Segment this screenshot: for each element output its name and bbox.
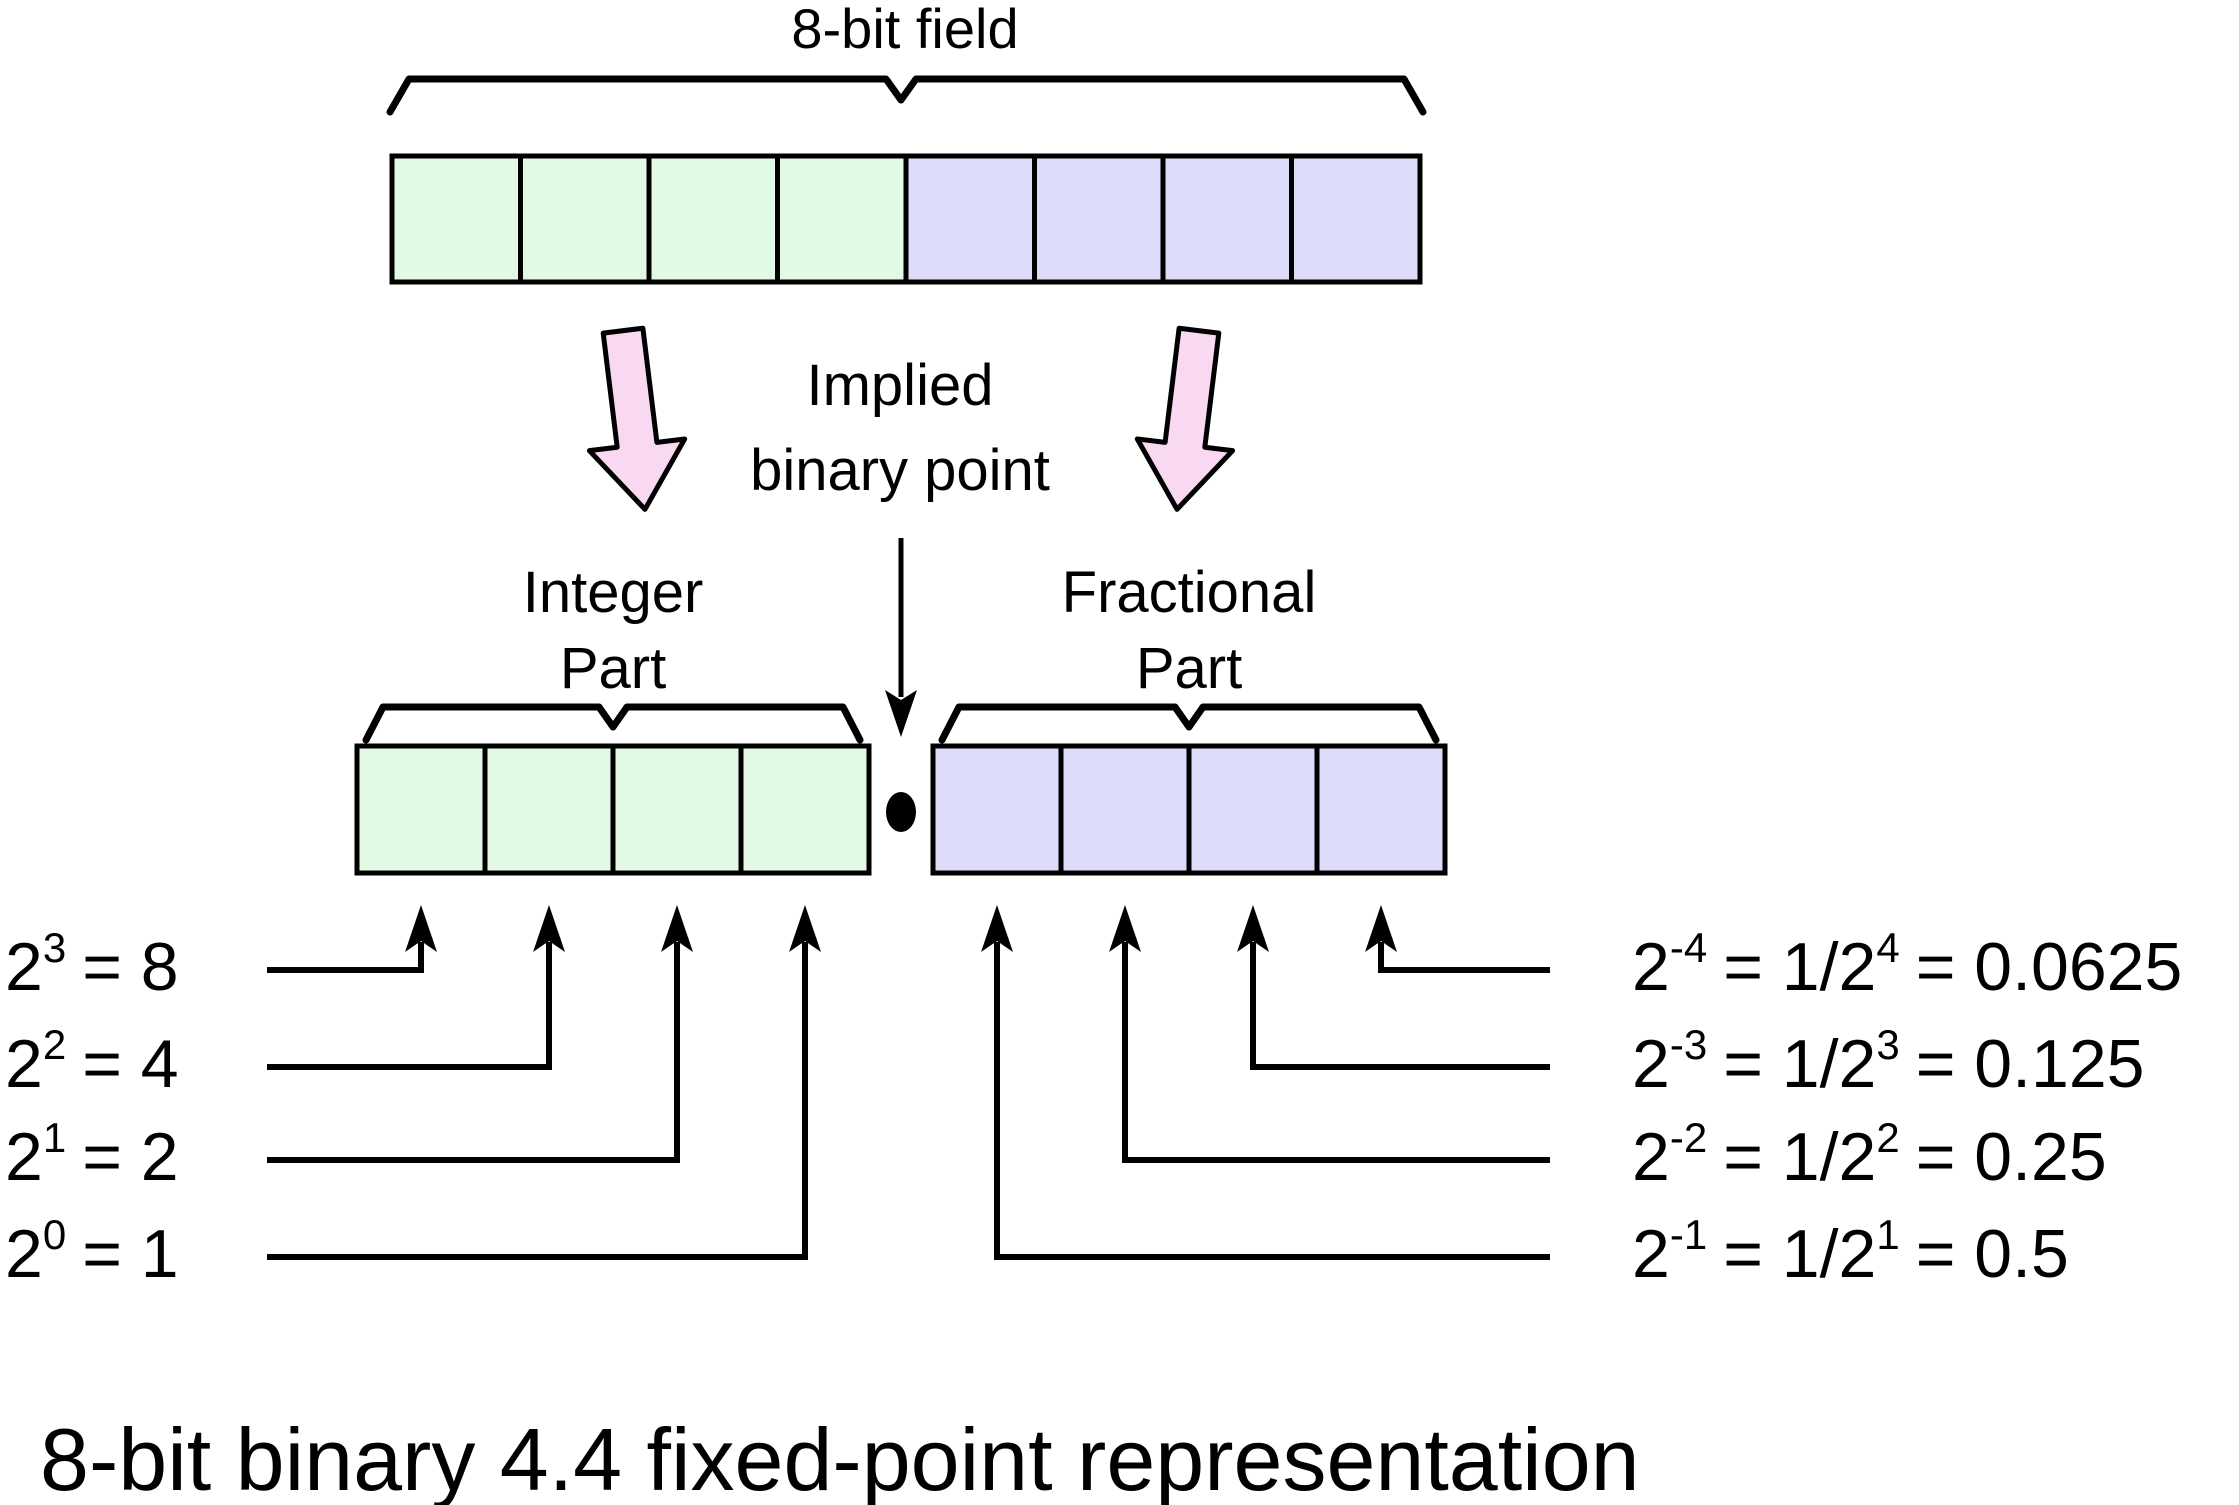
place-value-0625: 2-4= 1/24= 0.0625 [1632,924,2182,1005]
integer-place-value-labels: 23= 8 22= 4 21= 2 20= 1 [5,924,179,1292]
bit-cell-4 [775,153,909,285]
integer-cell-4 [738,743,872,876]
place-value-25: 2-2= 1/22= 0.25 [1632,1114,2107,1195]
bit-row-8 [389,153,1423,285]
bit-cell-8 [1289,153,1423,285]
fractional-place-value-labels: 2-4= 1/24= 0.0625 2-3= 1/23= 0.125 2-2= … [1632,924,2182,1292]
fractional-cell-4 [1314,743,1448,876]
integer-part-label-line2: Part [560,636,666,701]
fractional-part-label-line1: Fractional [1062,560,1317,625]
integer-cell-2 [482,743,616,876]
split-arrow-right-icon [1134,325,1236,512]
place-value-8: 23= 8 [5,924,179,1005]
integer-cell-1 [354,743,488,876]
bit-cell-5 [903,153,1037,285]
integer-cell-3 [610,743,744,876]
integer-bit-row [354,743,872,876]
split-arrow-left-icon [586,325,688,512]
field-label: 8-bit field [791,0,1018,60]
top-brace [386,75,1427,116]
fractional-cell-2 [1058,743,1192,876]
bit-cell-7 [1160,153,1294,285]
implied-point-label-line1: Implied [807,353,994,418]
fractional-part-label-line2: Part [1136,636,1242,701]
binary-point-arrow [885,538,917,737]
integer-brace [362,703,864,744]
fractional-brace [938,703,1440,744]
place-value-4: 22= 4 [5,1021,179,1102]
fractional-cell-3 [1186,743,1320,876]
place-value-2: 21= 2 [5,1114,179,1195]
binary-point-dot [886,792,916,832]
bit-cell-1 [389,153,523,285]
bit-cell-3 [646,153,780,285]
place-value-5: 2-1= 1/21= 0.5 [1632,1211,2069,1292]
fractional-cell-1 [930,743,1064,876]
fractional-bit-row [930,743,1448,876]
bit-cell-6 [1032,153,1166,285]
integer-part-label-line1: Integer [523,560,704,625]
integer-pointer-arrows [267,905,821,1260]
implied-point-label-line2: binary point [750,438,1050,503]
bit-cell-2 [518,153,652,285]
place-value-125: 2-3= 1/23= 0.125 [1632,1021,2144,1102]
diagram-caption: 8-bit binary 4.4 fixed-point representat… [40,1410,1640,1505]
place-value-1: 20= 1 [5,1211,179,1292]
fractional-pointer-arrows [981,905,1550,1260]
